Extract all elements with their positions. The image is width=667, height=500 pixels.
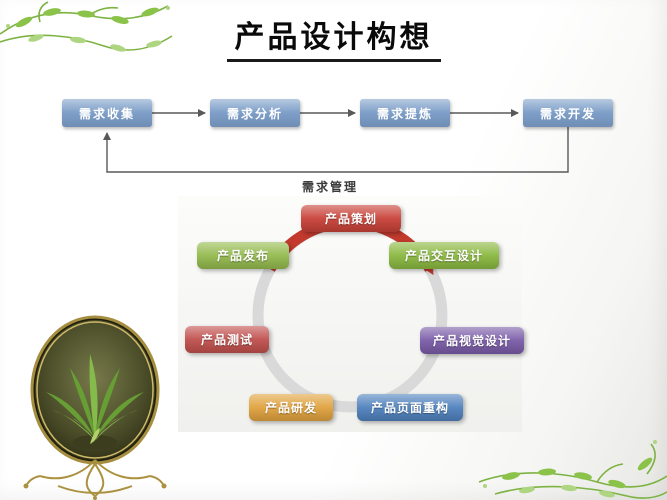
cycle-item-visual-design: 产品视觉设计: [420, 327, 524, 354]
flow-step-label: 需求分析: [226, 106, 283, 121]
cycle-item-product-planning: 产品策划: [301, 205, 401, 232]
cycle-item-interaction-design: 产品交互设计: [389, 242, 499, 269]
flow-step-requirements-development: 需求开发: [523, 99, 613, 127]
cycle-item-label: 产品发布: [216, 249, 269, 263]
cycle-diagram-panel: 产品策划 产品交互设计 产品视觉设计 产品页面重构 产品研发 产品测试 产品发布: [178, 196, 524, 432]
flow-step-label: 需求提炼: [376, 106, 433, 121]
flow-step-requirements-refinement: 需求提炼: [360, 99, 450, 127]
cycle-item-label: 产品研发: [264, 401, 317, 415]
page-title: 产品设计构想: [226, 12, 441, 62]
cycle-item-label: 产品交互设计: [404, 249, 483, 263]
cycle-item-label: 产品测试: [200, 333, 253, 347]
cycle-item-label: 产品页面重构: [370, 401, 449, 415]
flow-step-label: 需求开发: [539, 106, 596, 121]
cycle-item-release: 产品发布: [197, 242, 289, 269]
gold-ornament-icon: [25, 459, 165, 498]
cycle-item-rnd: 产品研发: [249, 394, 333, 421]
cycle-item-page-reconstruction: 产品页面重构: [357, 394, 463, 421]
flow-step-requirements-collection: 需求收集: [62, 99, 152, 127]
cycle-item-label: 产品策划: [324, 212, 377, 226]
top-left-vine-decoration-icon: [0, 1, 173, 52]
bottom-right-vine-decoration-icon: [478, 440, 667, 499]
cycle-item-testing: 产品测试: [185, 326, 269, 353]
flow-step-requirements-analysis: 需求分析: [210, 99, 300, 127]
cycle-item-label: 产品视觉设计: [432, 334, 511, 348]
flowchart-connectors: [103, 109, 569, 173]
flow-step-label: 需求收集: [78, 106, 135, 121]
plant-photo: [23, 315, 167, 500]
feedback-loop-label: 需求管理: [301, 180, 358, 194]
title-bar: 产品设计构想: [0, 12, 667, 62]
